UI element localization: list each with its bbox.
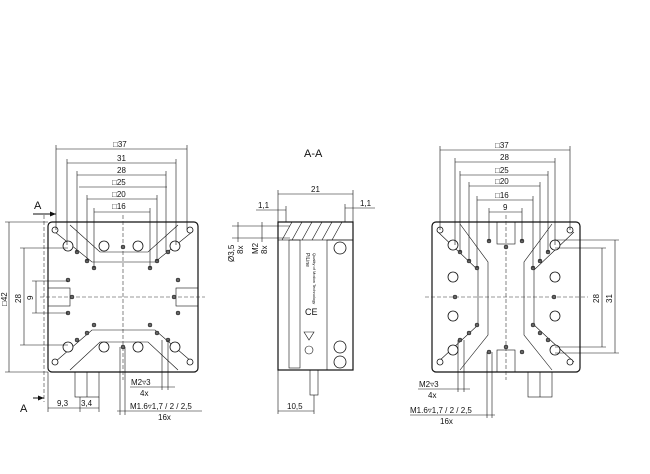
left-dimensions: □42 28 9 (0, 221, 68, 373)
dim-21: 21 (311, 185, 320, 194)
dim-20: □20 (112, 190, 126, 199)
dim-37-right: □37 (495, 141, 509, 150)
dim-16-right: □16 (495, 191, 509, 200)
thread-m2-section-spec: M2 (251, 242, 260, 254)
dim-37: □37 (113, 140, 127, 149)
top-dimensions: □37 31 28 □25 □20 □16 (55, 140, 188, 268)
dim-25-right: □25 (495, 166, 509, 175)
section-marker-top: A (34, 200, 42, 212)
rail (288, 239, 301, 369)
dim-9-right: 9 (503, 203, 508, 212)
frame-inner (69, 224, 179, 371)
right-dimensions: 28 31 (555, 239, 619, 354)
top-view-left: A A □37 31 28 □25 □20 □16 □42 28 9 (0, 140, 205, 422)
dim-25: □25 (112, 178, 126, 187)
label-brand: PiLine (304, 253, 310, 267)
label-text: Quality of Motion Technology (312, 253, 317, 304)
dim-31-vertical-right: 31 (605, 294, 614, 303)
dim-edge-left: 1,1 (258, 201, 270, 210)
hatched-top-plate (277, 221, 354, 241)
mounting-holes (51, 226, 194, 366)
bore-spec: Ø3,5 (227, 244, 236, 262)
section-view: A-A PiLine Quality of Motion Technology … (227, 148, 375, 414)
thread-m2-section-count: 8x (260, 246, 269, 254)
bore-count: 8x (236, 246, 245, 254)
thread-m16-spec: M1.6▿1,7 / 2 / 2,5 (130, 402, 192, 411)
thread-m16-count-right: 16x (440, 417, 453, 426)
shaft (309, 369, 319, 396)
dim-3-4: 3,4 (81, 399, 93, 408)
dim-28-vertical: 28 (14, 294, 23, 303)
thread-callouts-right: M2▿3 4x M1.6▿1,7 / 2 / 2,5 16x (410, 340, 495, 426)
dim-16: □16 (112, 202, 126, 211)
dim-9-3: 9,3 (57, 399, 69, 408)
thread-m16-count: 16x (158, 413, 171, 422)
mounting-holes-right (436, 226, 574, 366)
thread-m2-spec-right: M2▿3 (419, 380, 439, 389)
section-title: A-A (304, 148, 323, 160)
thread-m2-count-right: 4x (428, 391, 436, 400)
warning-icon (303, 331, 315, 341)
dim-20-right: □20 (495, 177, 509, 186)
dim-28-right: 28 (500, 153, 509, 162)
top-view-right: □37 28 □25 □20 □16 9 28 31 M2▿3 4x M1.6▿… (410, 141, 619, 426)
dim-42: □42 (0, 292, 9, 306)
dim-10-5: 10,5 (287, 402, 303, 411)
section-marker-bottom: A (20, 403, 28, 415)
dim-edge-right: 1,1 (360, 199, 372, 208)
dim-28-vertical-right: 28 (592, 294, 601, 303)
ce-mark-icon: CE (305, 307, 318, 317)
dim-31: 31 (117, 154, 126, 163)
motor-block (326, 239, 354, 371)
thread-m16-spec-right: M1.6▿1,7 / 2 / 2,5 (410, 406, 472, 415)
top-dimensions-right: □37 28 □25 □20 □16 9 (439, 141, 571, 268)
dim-9-vertical: 9 (26, 295, 35, 300)
thread-m2-count: 4x (140, 389, 148, 398)
bottom-dimensions: 9,3 3,4 M2▿3 4x M1.6▿1,7 / 2 / 2,5 16x (47, 340, 202, 422)
thread-m2-spec: M2▿3 (131, 378, 151, 387)
dim-28: 28 (117, 166, 126, 175)
ground-icon (304, 345, 314, 355)
